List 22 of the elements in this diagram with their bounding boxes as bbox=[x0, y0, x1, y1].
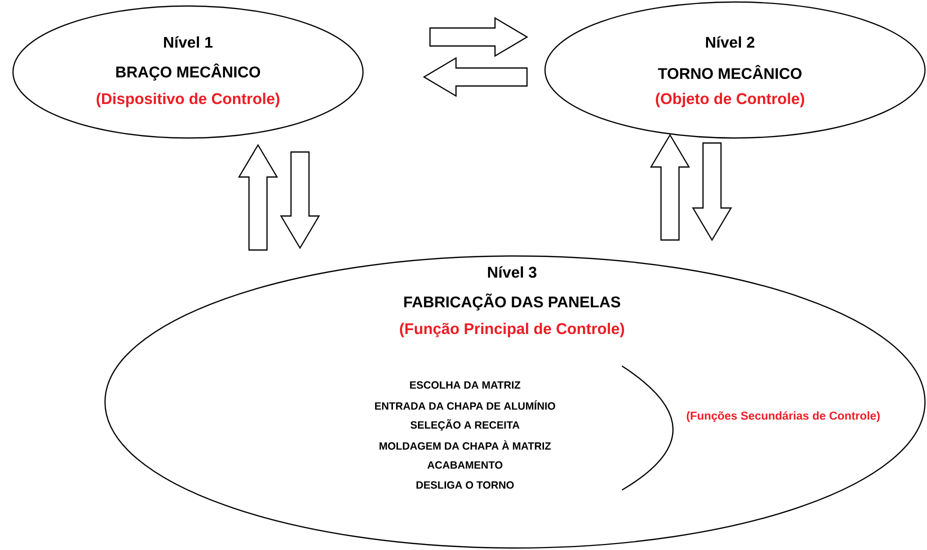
level-title: Nível 3 bbox=[488, 266, 536, 278]
secondary-functions: (Funções Secundárias de Controle) bbox=[686, 411, 880, 422]
level-title: Nível 1 bbox=[164, 36, 213, 48]
step-text: ESCOLHA DA MATRIZ bbox=[410, 381, 520, 389]
block-arrow bbox=[280, 151, 320, 250]
block-arrow bbox=[429, 16, 528, 58]
block-arrow bbox=[238, 144, 278, 251]
block-arrow bbox=[692, 142, 732, 242]
level-name: FABRICAÇÃO DAS PANELAS bbox=[404, 294, 620, 310]
step-text: MOLDAGEM DA CHAPA À MATRIZ bbox=[380, 440, 551, 450]
control-role: (Objeto de Controle) bbox=[656, 92, 804, 108]
level-name: BRAÇO MECÂNICO bbox=[116, 63, 260, 81]
step-text: DESLIGA O TORNO bbox=[416, 481, 514, 489]
step-text: SELEÇÃO A RECEITA bbox=[410, 419, 520, 431]
level-name: TORNO MECÂNICO bbox=[658, 64, 802, 80]
step-text: ACABAMENTO bbox=[427, 461, 502, 469]
control-role: (Função Principal de Controle) bbox=[400, 322, 624, 338]
level-title: Nível 2 bbox=[706, 36, 754, 48]
control-role: (Dispositivo de Controle) bbox=[96, 92, 280, 108]
step-text: ENTRADA DA CHAPA DE ALUMÍNIO bbox=[375, 400, 556, 410]
block-arrow bbox=[650, 134, 690, 241]
block-arrow bbox=[422, 56, 528, 98]
